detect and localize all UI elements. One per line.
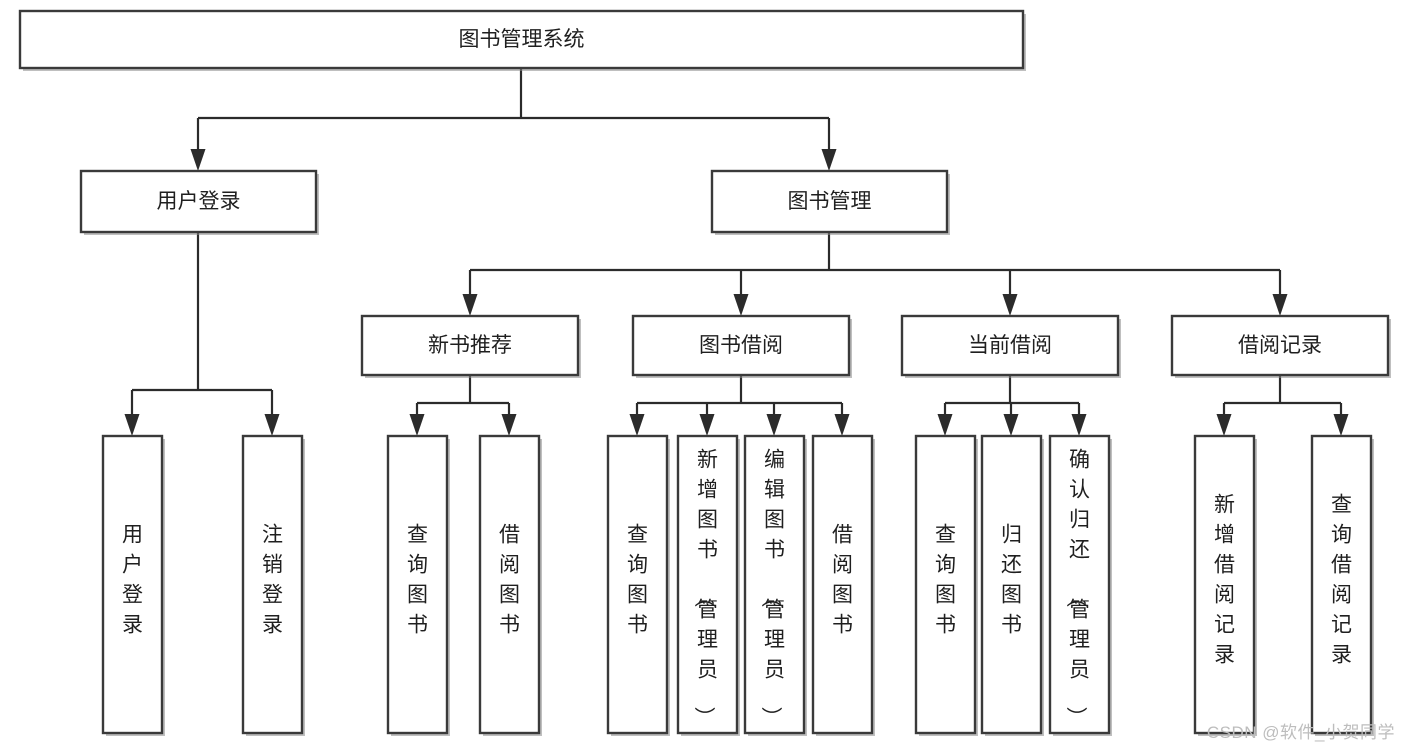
node-borrow-record[interactable]: 借阅记录 [1170,314,1391,378]
node-label: 查询图书 [935,524,956,637]
node-leaf-logout[interactable]: 注销登录 [241,434,305,736]
node-leaf-confirm-return[interactable]: 确认归还（管理员） [1048,434,1112,736]
node-leaf-add-record[interactable]: 新增借阅记录 [1193,434,1257,736]
node-leaf-user-login[interactable]: 用户登录 [101,434,165,736]
node-label: 注销登录 [262,524,283,637]
node-root[interactable]: 图书管理系统 [18,9,1026,71]
node-label: 归还图书 [1001,524,1022,637]
node-label: 用户登录 [157,190,241,213]
node-leaf-query-book-2[interactable]: 查询图书 [606,434,670,736]
node-label: 图书借阅 [699,334,783,357]
node-label: 新增借阅记录 [1214,494,1235,667]
edge-group-record-to-leaves [1216,375,1349,436]
edge-group-root-to-tier2 [190,68,837,171]
node-leaf-query-book-1[interactable]: 查询图书 [386,434,450,736]
node-label: 查询借阅记录 [1331,494,1352,667]
node-current-borrow[interactable]: 当前借阅 [900,314,1121,378]
node-label: 借阅图书 [499,524,520,637]
node-leaf-query-book-3[interactable]: 查询图书 [914,434,978,736]
node-leaf-add-book[interactable]: 新增图书（管理员） [676,434,740,736]
edge-group-book-manage-to-tier3 [462,232,1288,316]
edge-group-recommend-to-leaves [409,375,517,436]
node-leaf-borrow-book-2[interactable]: 借阅图书 [811,434,875,736]
node-label: 查询图书 [627,524,648,637]
edge-group-borrow-to-leaves [629,375,850,436]
edge-group-current-to-leaves [937,375,1087,436]
node-label: 用户登录 [122,524,143,637]
node-label: 借阅记录 [1238,334,1322,357]
node-label: 借阅图书 [832,524,853,637]
node-user-login[interactable]: 用户登录 [79,169,319,235]
node-label: 新增图书（管理员） [692,449,718,728]
node-leaf-return-book[interactable]: 归还图书 [980,434,1044,736]
node-leaf-borrow-book-1[interactable]: 借阅图书 [478,434,542,736]
node-leaf-edit-book[interactable]: 编辑图书（管理员） [743,434,807,736]
node-label: 编辑图书（管理员） [759,449,785,728]
node-label: 新书推荐 [428,334,512,357]
node-label: 当前借阅 [968,334,1052,357]
node-label: 图书管理 [788,190,872,213]
node-leaf-query-record[interactable]: 查询借阅记录 [1310,434,1374,736]
node-label: 图书管理系统 [459,28,585,51]
node-label: 确认归还（管理员） [1064,449,1090,728]
node-book-manage[interactable]: 图书管理 [710,169,950,235]
node-new-book-recommend[interactable]: 新书推荐 [360,314,581,378]
edges-layer [124,68,1349,436]
node-book-borrow[interactable]: 图书借阅 [631,314,852,378]
watermark-text: CSDN @软件_小贺同学 [1206,723,1395,742]
nodes-layer: 图书管理系统用户登录图书管理新书推荐图书借阅当前借阅借阅记录用户登录注销登录查询… [18,9,1391,736]
edge-group-user-login-to-leaves [124,232,280,436]
node-label: 查询图书 [407,524,428,637]
